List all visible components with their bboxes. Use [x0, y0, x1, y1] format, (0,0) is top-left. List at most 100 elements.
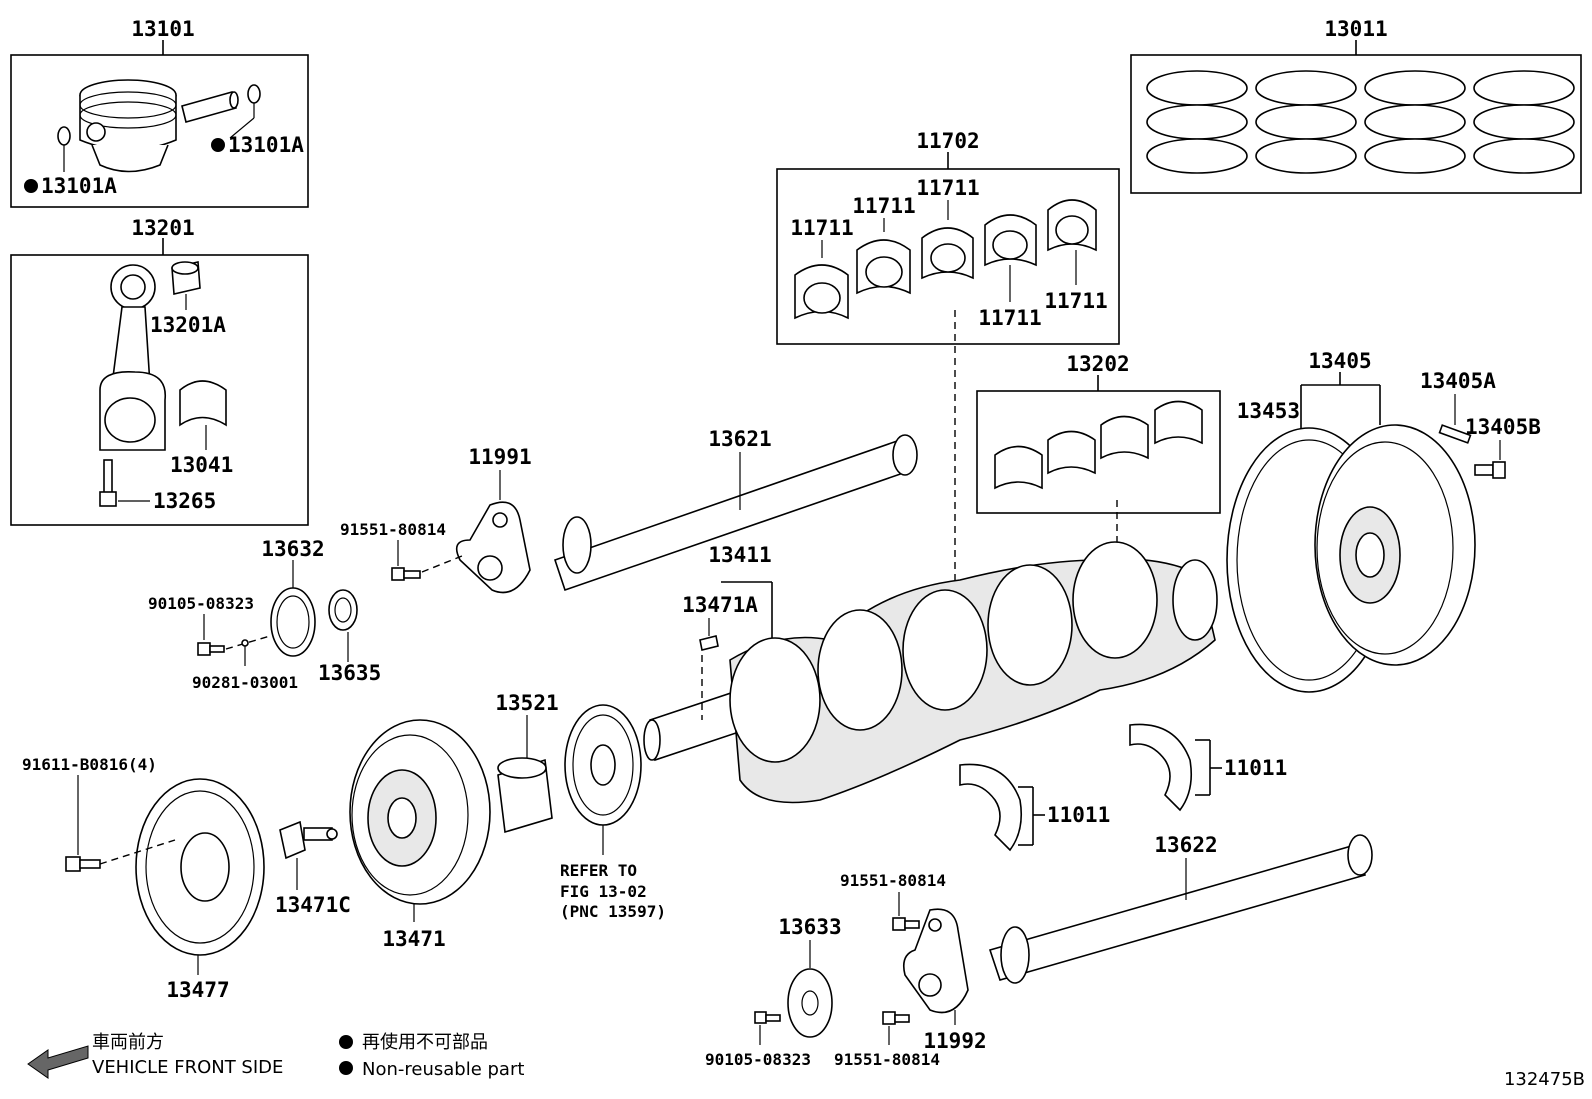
- legend: 車両前方 VEHICLE FRONT SIDE 再使用不可部品 Non-reus…: [27, 1032, 524, 1080]
- refer-text[interactable]: FIG 13-02: [560, 882, 647, 901]
- bolt-icon: [882, 1011, 910, 1025]
- label-13471[interactable]: 13471: [382, 927, 445, 951]
- ring-set-icon: [1146, 70, 1575, 174]
- label-11702[interactable]: 11702: [916, 129, 979, 153]
- key-icon: [699, 635, 719, 651]
- crankshaft-group: 13411 13471A: [643, 541, 1218, 804]
- label-13411[interactable]: 13411: [708, 543, 771, 567]
- gear-icon: [787, 968, 833, 1038]
- legend-nonreuse-en: Non-reusable part: [362, 1059, 524, 1080]
- label-91611-b0816[interactable]: 91611-B0816(4): [22, 755, 157, 774]
- thrust-washer-icon: [959, 763, 1023, 852]
- rod-bearing-icon: [179, 380, 227, 427]
- label-11711[interactable]: 11711: [852, 194, 915, 218]
- connecting-rod-icon: [99, 264, 166, 451]
- gear-13633-group: 13633 90105-08323: [705, 915, 842, 1069]
- balance-shaft-icon: [553, 438, 914, 592]
- front-arrow-icon: [27, 1045, 89, 1079]
- label-13011[interactable]: 13011: [1324, 17, 1387, 41]
- timing-sprocket-group: REFER TO FIG 13-02 (PNC 13597): [560, 704, 666, 921]
- label-91551-80814[interactable]: 91551-80814: [834, 1050, 940, 1069]
- non-reusable-dot-icon: [211, 138, 225, 152]
- legend-front-en: VEHICLE FRONT SIDE: [92, 1057, 283, 1078]
- balance-shaft-icon: [988, 844, 1367, 981]
- bolt-icon: [892, 917, 920, 931]
- bolt-icon: [197, 642, 225, 656]
- non-reusable-dot-icon: [24, 179, 38, 193]
- thrust-washer-icon: [1129, 723, 1193, 812]
- thrust-washers-group: 11011 11011: [959, 723, 1287, 852]
- plate-11991-group: 11991 91551-80814: [340, 445, 532, 594]
- bolt-icon: [391, 567, 421, 581]
- label-13477[interactable]: 13477: [166, 978, 229, 1002]
- legend-nonreuse-jp: 再使用不可部品: [362, 1032, 488, 1053]
- label-11711[interactable]: 11711: [1044, 289, 1107, 313]
- label-13265[interactable]: 13265: [153, 489, 216, 513]
- rod-bolt-icon: [99, 459, 117, 507]
- label-13632[interactable]: 13632: [261, 537, 324, 561]
- pulley-bolt-icon: [279, 820, 338, 860]
- crank-gear-13521-group: 13521: [495, 691, 559, 834]
- label-11991[interactable]: 11991: [468, 445, 531, 469]
- balance-shaft-lower-group: 13622: [988, 833, 1373, 984]
- label-11011[interactable]: 11011: [1224, 756, 1287, 780]
- label-13201a[interactable]: 13201A: [150, 313, 226, 337]
- crank-pulley-group: 13471 13471C: [275, 719, 491, 951]
- non-reusable-dot-icon: [339, 1061, 353, 1075]
- gear-13632-group: 13632 13635 90105-08323 90281-03001: [148, 537, 381, 692]
- flywheel-group: 13405 13453 13405A 13405B: [1226, 349, 1541, 693]
- label-13453[interactable]: 13453: [1237, 399, 1300, 423]
- label-11711[interactable]: 11711: [916, 176, 979, 200]
- label-13622[interactable]: 13622: [1154, 833, 1217, 857]
- plate-11992-group: 11992 91551-80814 91551-80814: [834, 871, 987, 1069]
- label-13101[interactable]: 13101: [131, 17, 194, 41]
- bracket-plate-icon: [455, 501, 531, 594]
- piston-rings-group: 13011: [1130, 17, 1582, 194]
- dowel-pin-icon: [1438, 424, 1472, 444]
- bushing-icon: [328, 589, 358, 631]
- snap-ring-icon: [247, 84, 261, 104]
- label-13201[interactable]: 13201: [131, 216, 194, 240]
- piston-group: 13101 13101A 13101A: [10, 17, 309, 208]
- label-13405b[interactable]: 13405B: [1465, 415, 1541, 439]
- main-bearings-group: 11702 11711 11711 11711 11711 11711: [776, 129, 1120, 345]
- label-90105-08323[interactable]: 90105-08323: [148, 594, 254, 613]
- main-bearing-icon: [794, 199, 1097, 320]
- damper-pulley-group: 13477 91611-B0816(4): [22, 755, 265, 1002]
- label-11711[interactable]: 11711: [790, 216, 853, 240]
- label-91551-80814[interactable]: 91551-80814: [340, 520, 446, 539]
- refer-text[interactable]: (PNC 13597): [560, 902, 666, 921]
- bolt-icon: [754, 1011, 781, 1024]
- non-reusable-dot-icon: [339, 1035, 353, 1049]
- label-11992[interactable]: 11992: [923, 1029, 986, 1053]
- label-13521[interactable]: 13521: [495, 691, 558, 715]
- label-13101a[interactable]: 13101A: [228, 133, 304, 157]
- balance-shaft-upper-group: 13621: [553, 427, 918, 592]
- label-11711[interactable]: 11711: [978, 306, 1041, 330]
- connecting-rod-group: 13201 13201A 13041 13265: [10, 216, 309, 526]
- refer-text[interactable]: REFER TO: [560, 861, 637, 880]
- label-13633[interactable]: 13633: [778, 915, 841, 939]
- label-91551-80814[interactable]: 91551-80814: [840, 871, 946, 890]
- label-13202[interactable]: 13202: [1066, 352, 1129, 376]
- label-11011[interactable]: 11011: [1047, 803, 1110, 827]
- label-13405a[interactable]: 13405A: [1420, 369, 1496, 393]
- label-13471a[interactable]: 13471A: [682, 593, 758, 617]
- label-13041[interactable]: 13041: [170, 453, 233, 477]
- legend-front-jp: 車両前方: [92, 1032, 164, 1053]
- rod-bearings-group: 13202: [976, 352, 1221, 514]
- piston-pin-icon: [181, 91, 237, 123]
- bolt-icon: [65, 856, 101, 872]
- label-13405[interactable]: 13405: [1308, 349, 1371, 373]
- label-13621[interactable]: 13621: [708, 427, 771, 451]
- bolt-icon: [1474, 461, 1506, 479]
- figure-id: 132475B: [1504, 1069, 1585, 1090]
- label-90281-03001[interactable]: 90281-03001: [192, 673, 298, 692]
- label-90105-08323[interactable]: 90105-08323: [705, 1050, 811, 1069]
- label-13101a[interactable]: 13101A: [41, 174, 117, 198]
- label-13471c[interactable]: 13471C: [275, 893, 351, 917]
- piston-icon: [79, 79, 177, 173]
- label-13635[interactable]: 13635: [318, 661, 381, 685]
- snap-ring-icon: [57, 126, 71, 146]
